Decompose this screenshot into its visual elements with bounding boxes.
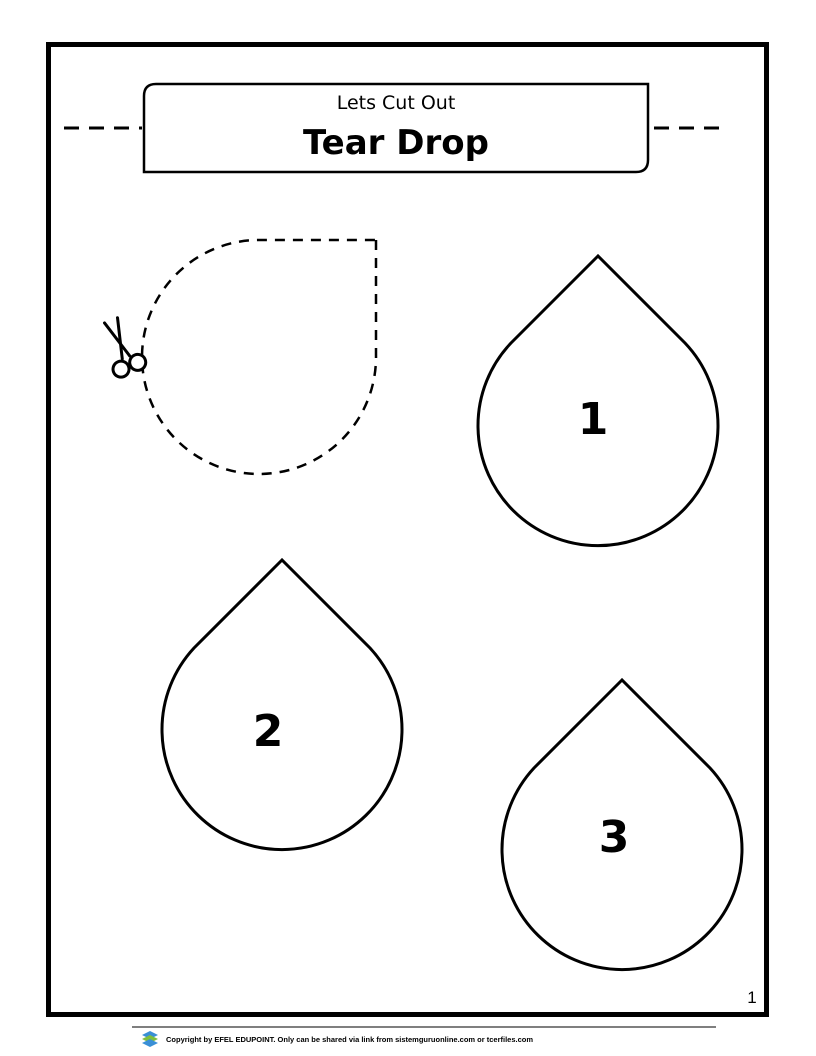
title-box [142, 82, 650, 174]
teardrop-2-number: 2 [253, 706, 284, 757]
page-title: Tear Drop [303, 123, 489, 163]
book-stack-icon [142, 1031, 158, 1047]
dashed-example-drop [140, 238, 378, 476]
scissors-icon [103, 316, 148, 379]
title-subtitle: Lets Cut Out [337, 92, 456, 114]
teardrop-3: 3 [500, 677, 744, 971]
teardrop-1-shape [476, 253, 720, 548]
teardrop-2: 2 [160, 557, 404, 851]
footer-copyright: Copyright by EFEL EDUPOINT. Only can be … [166, 1035, 533, 1044]
page-border [46, 42, 769, 1017]
teardrop-1: 1 [476, 253, 720, 548]
teardrop-3-number: 3 [599, 812, 630, 863]
teardrop-1-number: 1 [578, 394, 609, 445]
teardrop-3-shape [500, 677, 744, 971]
teardrop-2-shape [160, 557, 404, 851]
page-number: 1 [747, 988, 756, 1007]
